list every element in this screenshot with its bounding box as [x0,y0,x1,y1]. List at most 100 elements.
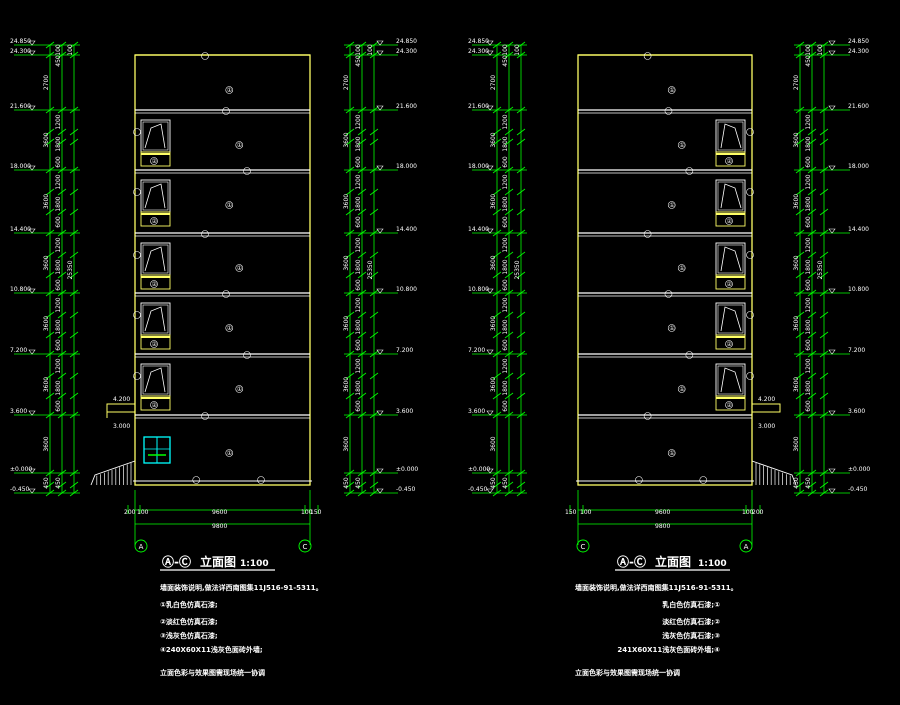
dim-right-wall: 100 [301,509,313,516]
dimension-tick [357,372,367,380]
window-pane [142,244,169,274]
elevation-mark-icon [28,105,36,111]
dim-window-sill: 1200 [805,237,812,252]
elevation-mark-icon [828,50,836,56]
elevation-mark-icon [486,105,494,111]
dim-window-head: 600 [805,400,812,412]
window-opening-mark [144,306,166,332]
dimension-tick [369,271,379,279]
entrance-canopy [106,403,136,413]
elevation-label: 3.600 [468,408,485,415]
material-notes: 墙面装饰说明,做法详西南图集11J516-91-5311。 乳白色仿真石漆;① … [575,583,738,677]
elevation-label: 7.200 [848,347,865,354]
dim-window: 1800 [55,259,62,274]
dimension-tick [516,128,526,136]
material-tag-icon [746,372,754,380]
window-sill-panel [715,334,746,350]
window-pane [717,181,744,211]
dim-window-sill: 1200 [55,174,62,189]
dim-floor-height: 3600 [490,377,497,392]
dim-window: 1800 [502,136,509,151]
window-opening-mark [144,183,166,209]
material-tag-label: ① [227,87,232,94]
material-tag-icon [677,141,686,149]
dim-window-sill: 1200 [355,297,362,312]
material-tag-icon [643,412,652,420]
window-pane [717,244,744,274]
material-tag-icon [150,340,158,348]
dimension-tick [504,392,514,400]
elevation-label: 10.800 [396,286,417,293]
dim-window: 1800 [55,136,62,151]
elevation-mark-icon [28,50,36,56]
dimension-tick [369,481,379,489]
material-tag-icon [725,157,733,165]
dimension-tick [345,392,355,400]
elevation-mark-icon [376,40,384,46]
elevation-mark-icon [486,410,494,416]
dimension-tick [57,392,67,400]
material-tag-icon [725,401,733,409]
dimension-tick [504,311,514,319]
dim-total-width: 9800 [212,523,227,530]
dimension-tick [819,208,829,216]
dim-left-offset: 150 [565,509,577,516]
dimension-tick [369,208,379,216]
grid-bubble-icon [576,539,590,553]
dimension-tick [369,128,379,136]
elevation-mark-icon [376,488,384,494]
dim-floor-height: 3600 [793,255,800,270]
canopy-elevation-label: 4.200 [758,396,775,403]
dim-window-sill: 1200 [55,114,62,129]
dimension-tick [45,138,55,146]
dimension-tick [795,128,805,136]
dimension-tick [57,138,67,146]
dim-total-height: 25350 [367,260,374,279]
dim-window-head: 600 [502,339,509,351]
dimension-tick [516,331,526,339]
elevation-label: 10.800 [468,286,489,293]
elevation-mark-icon [486,165,494,171]
material-tag-icon [667,86,676,94]
dimension-tick [516,372,526,380]
note-line: 墙面装饰说明,做法详西南图集11J516-91-5311。 [160,583,323,592]
dim-window: 1800 [355,136,362,151]
elevation-label: -0.450 [396,486,416,493]
entrance-canopy [751,403,781,413]
dim-floor-height: 3600 [343,436,350,451]
dim-window-head: 600 [55,279,62,291]
material-tag-label: ① [237,142,242,149]
dim-window-head: 600 [355,400,362,412]
material-tag-icon [150,401,158,409]
elevation-mark-icon [376,228,384,234]
elevation-mark-icon [486,228,494,234]
dimension-tick [807,208,817,216]
dimension-tick [516,188,526,196]
material-tag-label: ① [669,87,674,94]
dim-right-offset: 150 [310,509,322,516]
dim-window: 1800 [805,136,812,151]
window-opening-mark [720,246,742,272]
elevation-label: 21.600 [396,103,417,110]
elevation-mark-icon [828,468,836,474]
dim-parapet: 100 [55,44,62,56]
dim-floor-height: 3600 [490,316,497,331]
dimension-tick [516,271,526,279]
elevation-mark-icon [376,288,384,294]
dim-total-width: 9800 [655,523,670,530]
material-tag-label: ① [669,202,674,209]
dimension-tick [492,128,502,136]
dim-parapet: 450 [502,55,509,67]
dimension-tick [819,481,829,489]
dimension-tick [504,208,514,216]
material-tag-label: ① [227,325,232,332]
window-sill-panel [140,211,171,227]
dimension-tick [516,208,526,216]
elevation-mark-icon [486,488,494,494]
dimension-tick [357,188,367,196]
dim-floor-height: 2700 [793,75,800,90]
